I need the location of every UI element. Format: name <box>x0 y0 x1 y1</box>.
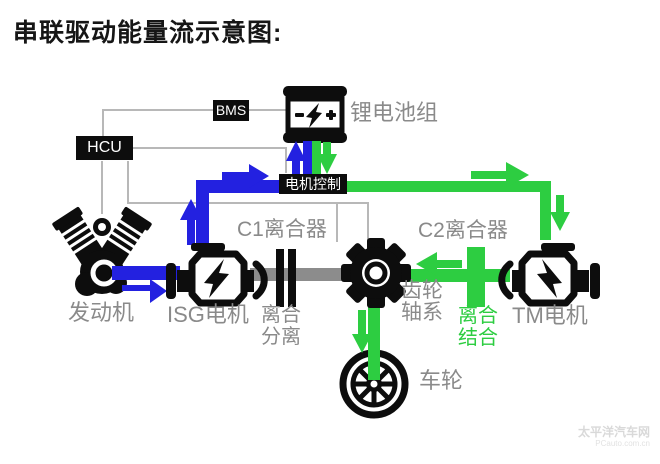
isg-motor-label: ISG电机 <box>167 302 249 327</box>
isg-motor-icon <box>166 243 264 303</box>
watermark: 太平洋汽车网 PCauto.com.cn <box>577 425 650 449</box>
gear-icon <box>341 238 411 308</box>
tm-motor-label: TM电机 <box>512 303 588 328</box>
bms-box: BMS <box>213 100 249 121</box>
arrow-up-icon <box>286 141 306 175</box>
engine-label: 发动机 <box>68 300 135 325</box>
arrow-down-icon <box>317 142 337 174</box>
arrow-right-icon <box>222 164 269 188</box>
watermark-site: 太平洋汽车网 <box>577 425 650 439</box>
motor-control-box: 电机控制 <box>279 174 347 194</box>
arrow-right-icon <box>122 279 167 303</box>
c1-shaft <box>250 268 352 281</box>
blue-energy-flow <box>112 141 312 303</box>
page-title: 串联驱动能量流示意图: <box>13 19 283 47</box>
control-signal-lines <box>101 109 369 242</box>
battery-icon <box>283 86 347 143</box>
watermark-url: PCauto.com.cn <box>595 439 650 448</box>
c2-clutch-engaged-cross <box>467 247 485 307</box>
minus-terminal-icon <box>295 113 304 117</box>
arrow-down-icon <box>352 310 372 353</box>
c1-state-label: 离合 分离 <box>261 304 301 348</box>
lightning-bolt-icon <box>306 103 322 128</box>
gear-label: 齿轮 轴系 <box>401 279 443 324</box>
battery-label: 锂电池组 <box>350 100 439 125</box>
arrow-left-icon <box>416 252 462 276</box>
c1-clutch-label: C1离合器 <box>237 218 327 241</box>
hcu-box: HCU <box>76 136 133 160</box>
arrow-down-icon <box>550 195 570 231</box>
c2-state-label: 离合 结合 <box>458 305 498 349</box>
tm-motor-icon <box>502 243 600 303</box>
green-energy-flow <box>312 141 570 380</box>
arrow-up-icon <box>180 199 202 245</box>
arrow-right-icon <box>471 162 529 188</box>
c1-clutch-plates <box>276 249 296 307</box>
wheel-label: 车轮 <box>419 368 464 393</box>
v-twin-engine-icon <box>52 207 152 296</box>
c2-clutch-label: C2离合器 <box>418 219 508 242</box>
